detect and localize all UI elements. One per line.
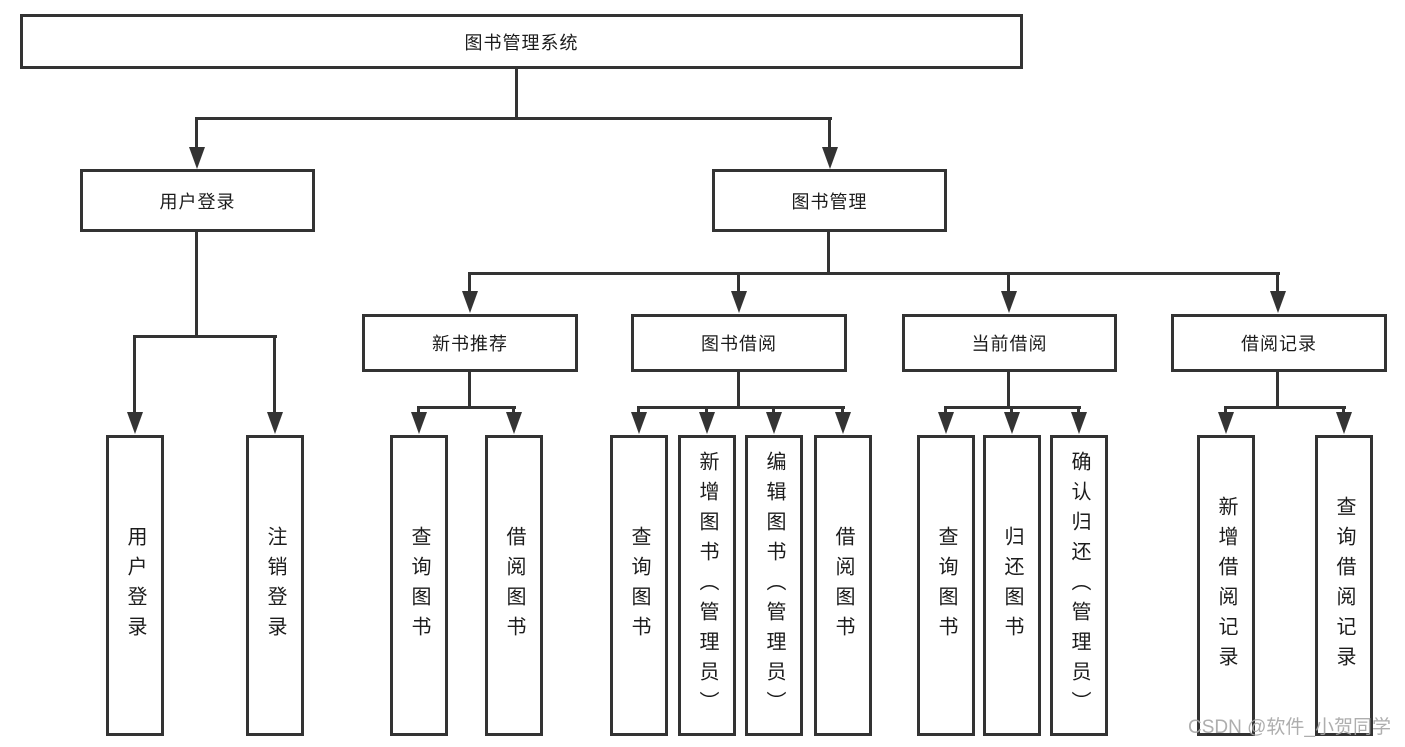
connector-line [1007,369,1010,409]
arrow-down-icon [631,412,647,434]
leaf-label: 确认归还（管理员） [1068,450,1090,721]
arrow-down-icon [1001,291,1017,313]
connector-line [512,406,515,416]
connector-line [468,369,471,409]
leaf-borrow-books: 借阅图书 [814,435,872,736]
connector-line [705,406,708,416]
leaf-label: 借阅图书 [503,525,525,646]
node-label: 图书借阅 [701,334,777,354]
leaf-label: 归还图书 [1001,525,1023,646]
connector-line [637,406,640,416]
arrow-down-icon [267,412,283,434]
arrow-down-icon [127,412,143,434]
connector-line [1010,406,1013,416]
leaf-return-books: 归还图书 [983,435,1041,736]
connector-line [195,229,198,337]
arrow-down-icon [1336,412,1352,434]
leaf-query-borrow-record: 查询借阅记录 [1315,435,1373,736]
arrow-down-icon [506,412,522,434]
node-library-system: 图书管理系统 [20,14,1023,69]
connector-line [1007,272,1010,294]
leaf-query-books-recommend: 查询图书 [390,435,448,736]
arrow-down-icon [1218,412,1234,434]
connector-line [944,406,947,416]
leaf-user-login: 用户登录 [106,435,164,736]
csdn-watermark: CSDN @软件_小贺同学 [1188,717,1391,738]
leaf-label: 查询图书 [408,525,430,646]
node-label: 图书管理 [791,191,868,212]
leaf-label: 注销登录 [264,525,286,646]
leaf-query-books-borrowing: 查询图书 [610,435,668,736]
node-current-borrowing: 当前借阅 [902,314,1117,372]
arrow-down-icon [1071,412,1087,434]
node-label: 当前借阅 [971,334,1048,354]
arrow-down-icon [938,412,954,434]
connector-line [637,406,845,409]
connector-line [827,229,830,275]
connector-line [737,369,740,409]
connector-line [196,117,832,120]
leaf-label: 用户登录 [124,525,146,646]
leaf-logout-login: 注销登录 [246,435,304,736]
arrow-down-icon [1004,412,1020,434]
leaf-borrow-books-recommend: 借阅图书 [485,435,543,736]
connector-line [133,335,136,415]
leaf-label: 查询借阅记录 [1333,495,1355,676]
connector-line [1276,272,1279,294]
connector-line [1224,406,1346,409]
connector-line [841,406,844,416]
leaf-label: 查询图书 [935,525,957,646]
leaf-label: 查询图书 [628,525,650,646]
leaf-confirm-return-admin: 确认归还（管理员） [1050,435,1108,736]
node-book-management: 图书管理 [712,169,947,232]
connector-line [1276,369,1279,409]
arrow-down-icon [822,147,838,169]
node-new-book-recommendation: 新书推荐 [362,314,578,372]
leaf-label: 新增借阅记录 [1215,495,1237,676]
connector-line [195,117,198,150]
connector-line [417,406,420,416]
arrow-down-icon [411,412,427,434]
leaf-label: 新增图书（管理员） [696,450,718,721]
node-user-login: 用户登录 [80,169,315,232]
arrow-down-icon [189,147,205,169]
connector-line [1077,406,1080,416]
connector-line [1342,406,1345,416]
arrow-down-icon [1270,291,1286,313]
node-label: 借阅记录 [1241,334,1317,354]
node-borrowing-records: 借阅记录 [1171,314,1387,372]
connector-line [772,406,775,416]
leaf-edit-books-admin: 编辑图书（管理员） [745,435,803,736]
arrow-down-icon [462,291,478,313]
arrow-down-icon [835,412,851,434]
connector-line [737,272,740,294]
connector-line [273,335,276,415]
leaf-add-borrow-record: 新增借阅记录 [1197,435,1255,736]
connector-line [828,117,831,150]
arrow-down-icon [731,291,747,313]
node-book-borrowing: 图书借阅 [631,314,847,372]
leaf-query-books-current: 查询图书 [917,435,975,736]
node-label: 新书推荐 [432,334,508,354]
leaf-add-books-admin: 新增图书（管理员） [678,435,736,736]
leaf-label: 编辑图书（管理员） [763,450,785,721]
arrow-down-icon [766,412,782,434]
connector-line [1224,406,1227,416]
leaf-label: 借阅图书 [832,525,854,646]
arrow-down-icon [699,412,715,434]
node-label: 用户登录 [159,191,236,212]
connector-line [468,272,471,294]
connector-line [133,335,277,338]
connector-line [417,406,516,409]
connector-line [515,66,518,120]
node-label: 图书管理系统 [464,32,579,53]
connector-line [468,272,1280,275]
